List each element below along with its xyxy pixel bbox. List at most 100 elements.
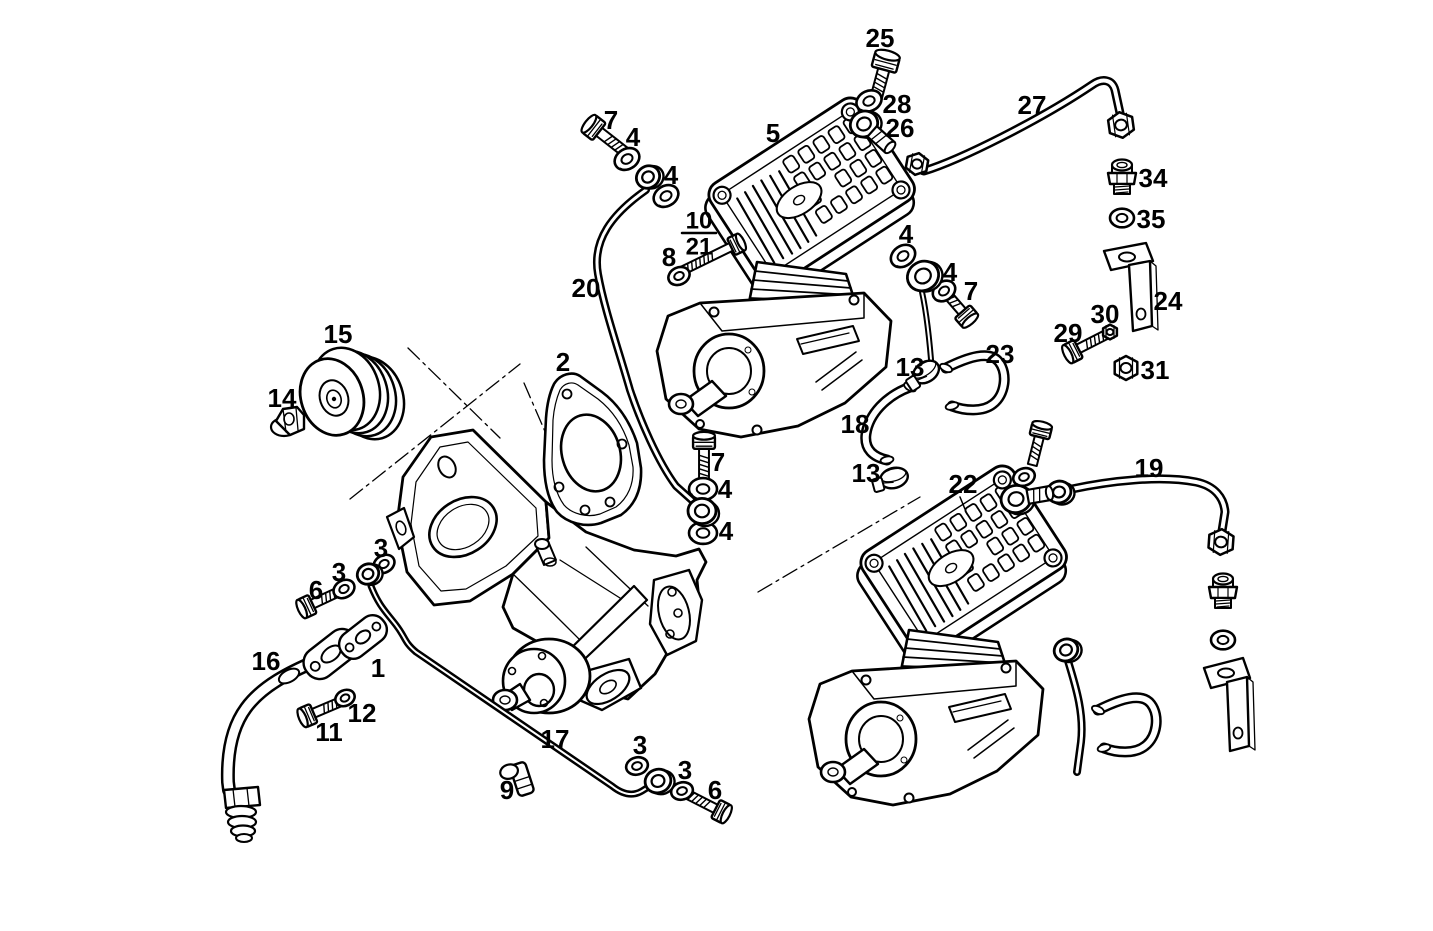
washer-3a bbox=[332, 578, 356, 600]
support-bracket-24-mirror bbox=[1202, 656, 1256, 753]
support-bracket-24 bbox=[1102, 241, 1159, 333]
washer-4a bbox=[613, 146, 641, 172]
part-label-25: 25 bbox=[866, 23, 895, 53]
part-number-labels: 1233334444445667778911121313141516171819… bbox=[252, 23, 1183, 805]
pipes-and-hoses bbox=[220, 76, 1230, 843]
banjo-end-20-bottom bbox=[686, 496, 721, 528]
part-label-24: 24 bbox=[1154, 286, 1183, 316]
part-label-26: 26 bbox=[886, 113, 915, 143]
part-label-6: 6 bbox=[708, 775, 722, 805]
flexible-hose-16 bbox=[220, 654, 323, 797]
part-label-7: 7 bbox=[604, 105, 618, 135]
pipe-nut-19 bbox=[1207, 527, 1235, 557]
bolt-29 bbox=[1061, 328, 1111, 365]
hose-coupler bbox=[222, 785, 262, 843]
part-label-14: 14 bbox=[268, 383, 297, 413]
part-label-7: 7 bbox=[964, 276, 978, 306]
part-label-19: 19 bbox=[1135, 453, 1164, 483]
part-label-12: 12 bbox=[348, 698, 377, 728]
part-label-31: 31 bbox=[1141, 355, 1170, 385]
part-label-4: 4 bbox=[899, 219, 914, 249]
washer-8 bbox=[667, 265, 691, 287]
banjo-union-26 bbox=[848, 109, 897, 155]
water-hose-18 bbox=[860, 381, 917, 466]
gasket bbox=[542, 372, 643, 527]
engine-bracket bbox=[385, 428, 708, 715]
pulley-nut bbox=[269, 405, 306, 438]
washer-4e bbox=[687, 476, 719, 502]
part-label-13: 13 bbox=[896, 352, 925, 382]
part-label-15: 15 bbox=[324, 319, 353, 349]
hose-clamp-13b bbox=[871, 466, 909, 493]
part-label-10: 10 bbox=[686, 208, 713, 235]
washer-4c bbox=[889, 243, 917, 269]
water-stub-pipe-2 bbox=[1064, 657, 1086, 776]
part-label-35: 35 bbox=[1137, 204, 1166, 234]
part-label-1: 1 bbox=[371, 653, 385, 683]
banjo-end-20-top bbox=[634, 164, 665, 190]
bypass-hose-23-mirror bbox=[1091, 692, 1162, 758]
oil-pipe-17 bbox=[367, 582, 654, 798]
part-label-28: 28 bbox=[883, 89, 912, 119]
part-label-17: 17 bbox=[541, 724, 570, 754]
washer-3c bbox=[624, 755, 650, 777]
hose-clamp-13a bbox=[905, 359, 941, 392]
washer-4f bbox=[687, 520, 719, 546]
threaded-fitting-34 bbox=[1106, 158, 1138, 195]
washer-3d bbox=[669, 780, 695, 802]
part-label-8: 8 bbox=[662, 242, 676, 272]
small-hardware bbox=[295, 48, 1256, 825]
part-label-18: 18 bbox=[841, 409, 870, 439]
banjo-union-26-mirror bbox=[999, 483, 1055, 516]
part-label-2: 2 bbox=[556, 347, 570, 377]
part-label-4: 4 bbox=[626, 122, 641, 152]
part-label-23: 23 bbox=[986, 339, 1015, 369]
compressor-2 bbox=[807, 459, 1080, 807]
part-label-4: 4 bbox=[718, 474, 733, 504]
washer-28 bbox=[855, 88, 883, 114]
part-label-5: 5 bbox=[766, 118, 780, 148]
banjo-union-lower bbox=[1052, 637, 1083, 664]
pipe-clip-9 bbox=[499, 761, 535, 797]
banjo-union-right bbox=[905, 259, 944, 293]
part-label-20: 20 bbox=[572, 273, 601, 303]
pipe-nut-27a bbox=[904, 151, 930, 177]
banjo-end-17-right bbox=[643, 767, 676, 796]
washer-12 bbox=[334, 688, 356, 708]
part-label-9: 9 bbox=[500, 775, 514, 805]
flange-gasket-1 bbox=[337, 614, 389, 660]
leader-lines bbox=[959, 496, 968, 515]
part-label-4: 4 bbox=[943, 257, 958, 287]
part-label-16: 16 bbox=[252, 646, 281, 676]
part-label-3: 3 bbox=[633, 730, 647, 760]
part-label-30: 30 bbox=[1091, 299, 1120, 329]
washer-35-mirror bbox=[1209, 629, 1237, 651]
washer-35 bbox=[1108, 207, 1136, 229]
part-label-22: 22 bbox=[949, 469, 978, 499]
part-label-29: 29 bbox=[1054, 318, 1083, 348]
part-label-13: 13 bbox=[852, 458, 881, 488]
air-pipe-27 bbox=[919, 76, 1125, 176]
threaded-fitting-34-mirror bbox=[1207, 572, 1239, 609]
bolt-25-mirror bbox=[1026, 419, 1054, 468]
part-label-6: 6 bbox=[309, 575, 323, 605]
washer-28-mirror bbox=[1011, 466, 1037, 488]
banjo-end-17-left bbox=[355, 562, 384, 587]
part-label-34: 34 bbox=[1139, 163, 1168, 193]
bypass-hose-23 bbox=[939, 350, 1010, 416]
nut-31 bbox=[1113, 354, 1139, 382]
part-label-3: 3 bbox=[678, 755, 692, 785]
part-label-4: 4 bbox=[664, 160, 679, 190]
part-label-11: 11 bbox=[315, 717, 343, 747]
part-label-27: 27 bbox=[1018, 90, 1047, 120]
pulley bbox=[298, 346, 406, 441]
part-label-21: 21 bbox=[686, 234, 713, 261]
part-label-3: 3 bbox=[332, 557, 346, 587]
banjo-bolt-7b bbox=[691, 430, 717, 481]
oil-pipe-20 bbox=[593, 186, 699, 507]
nut-30 bbox=[1101, 323, 1119, 341]
part-label-7: 7 bbox=[711, 447, 725, 477]
washer-4b bbox=[652, 183, 680, 209]
